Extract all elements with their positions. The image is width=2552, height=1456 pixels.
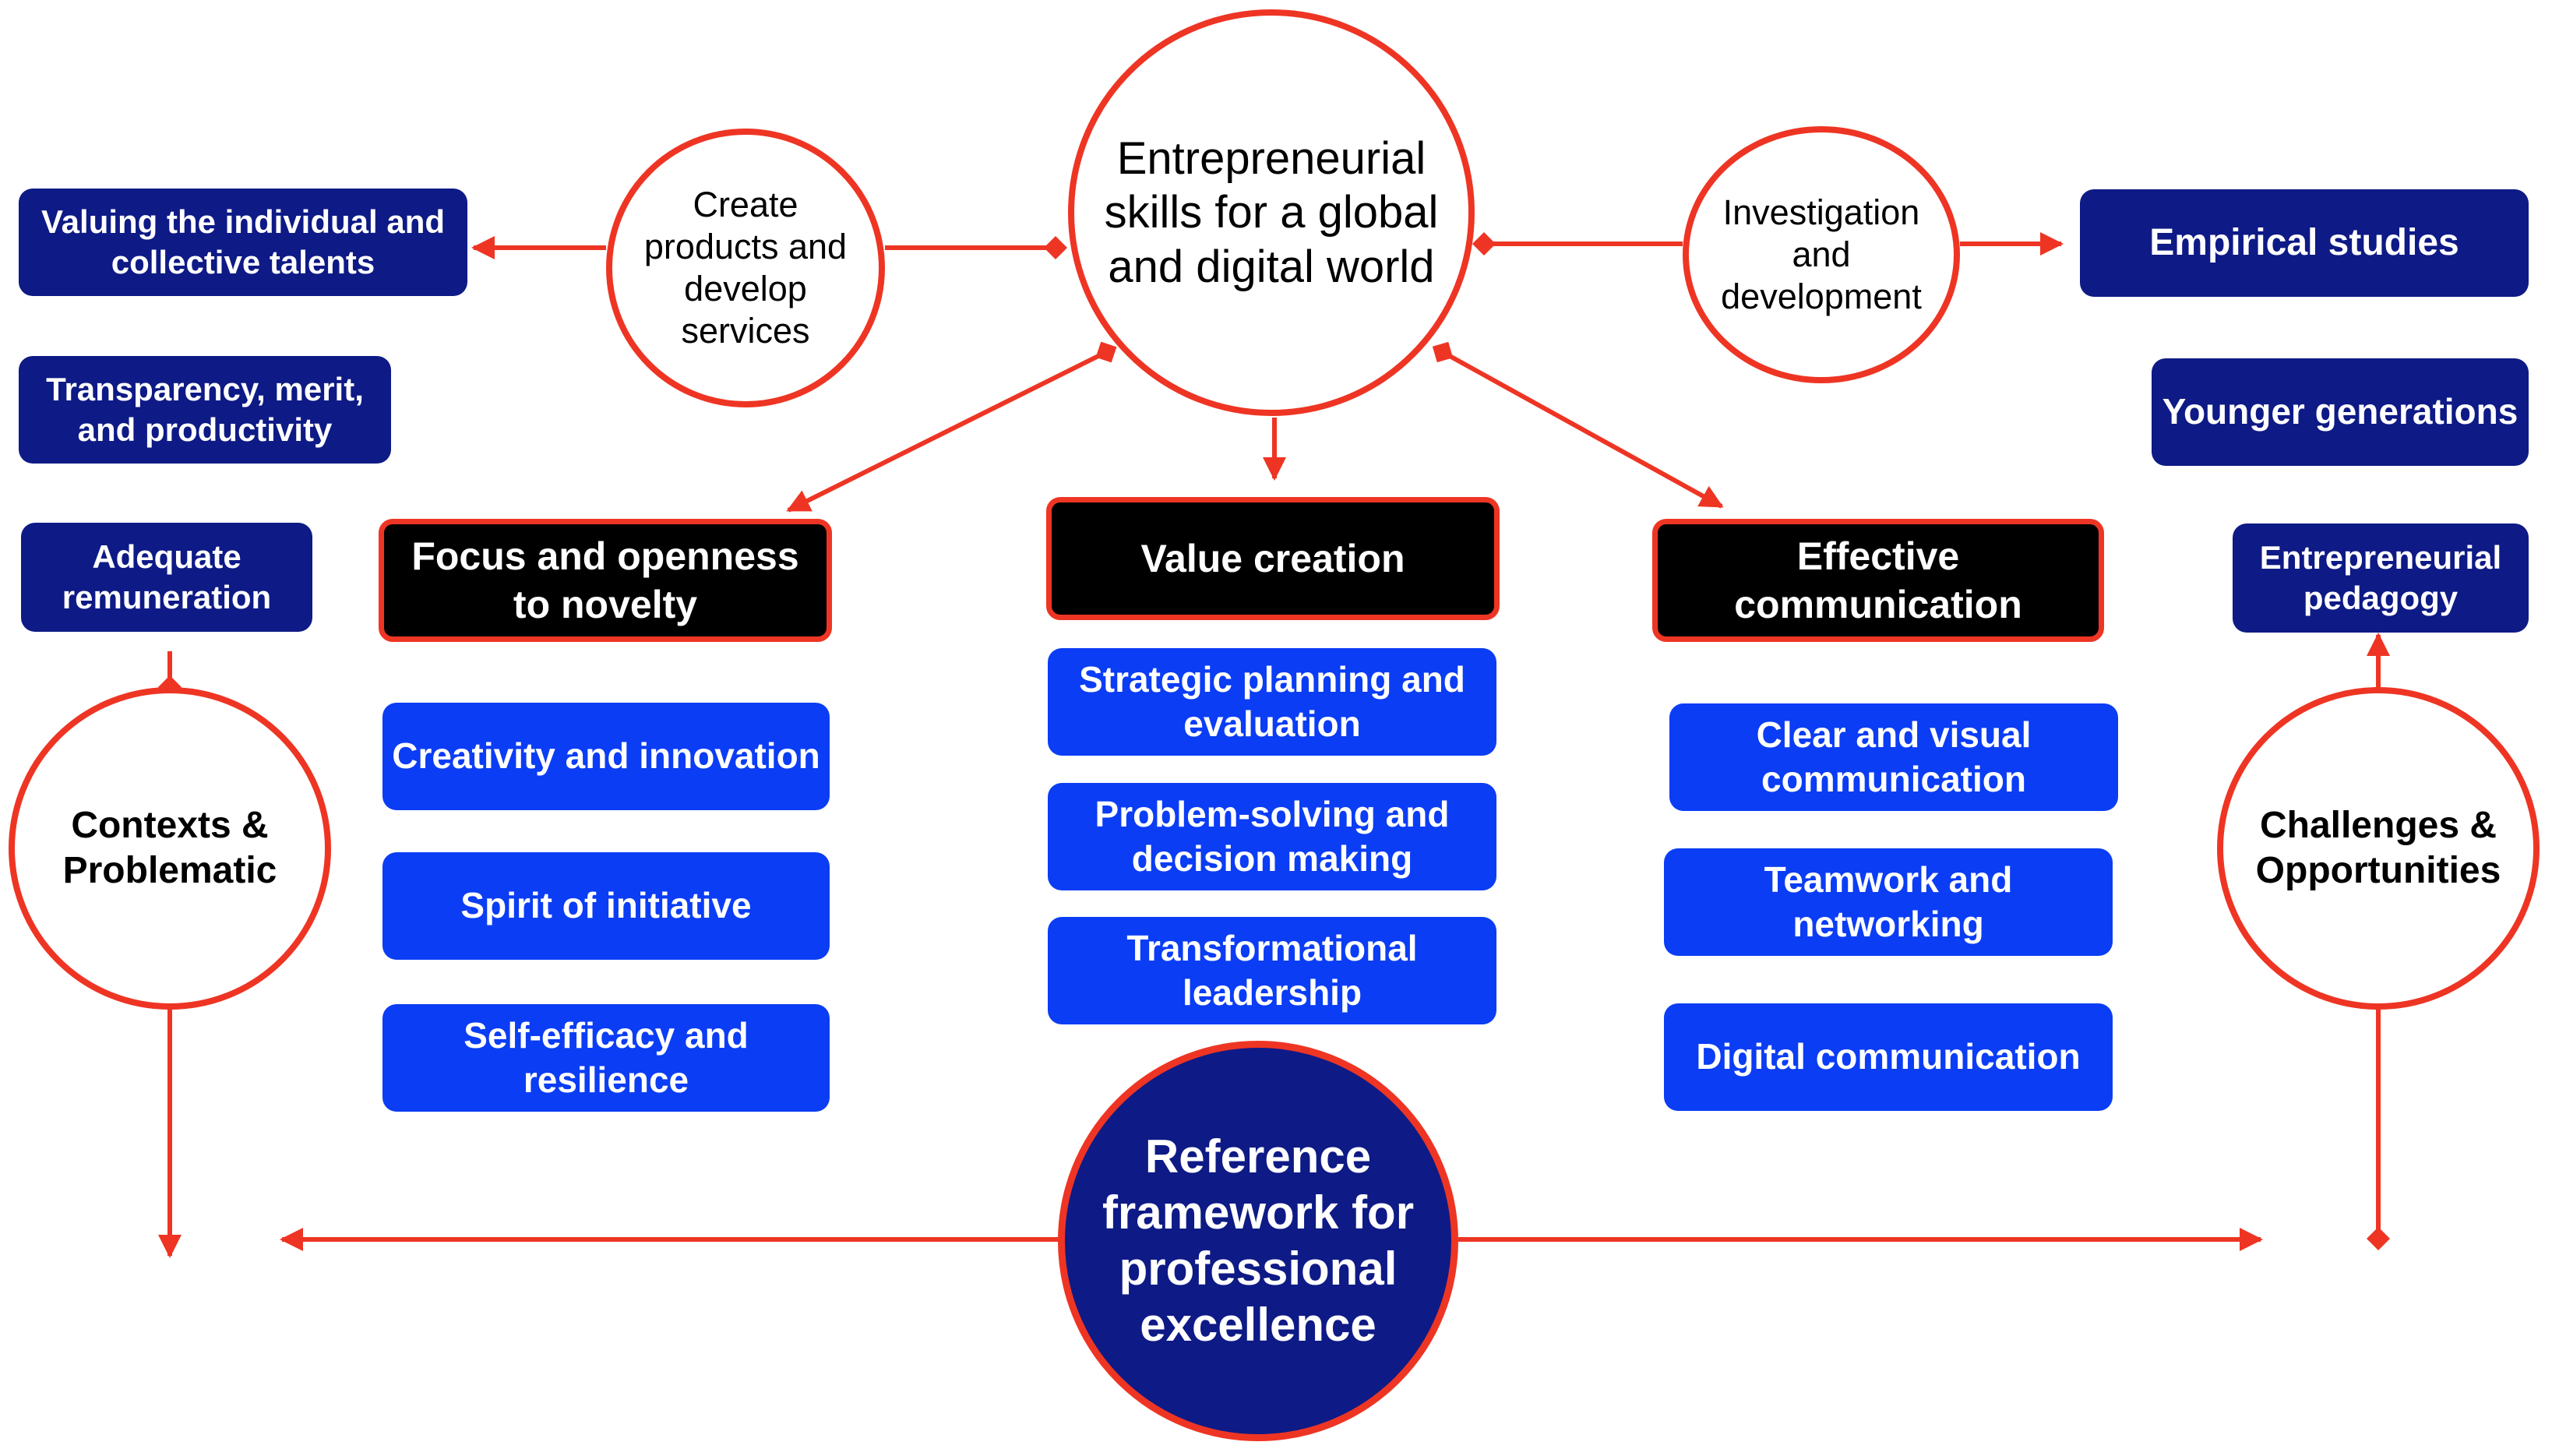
skill-strategic-planning: Strategic planning and evaluation xyxy=(1048,648,1496,756)
column-header-label: Value creation xyxy=(1140,537,1405,580)
left-item-label: Adequate remuneration xyxy=(62,538,272,615)
center-circle: Entrepreneurial skills for a global and … xyxy=(1068,9,1475,416)
skill-label: Problem-solving and decision making xyxy=(1094,793,1450,879)
left-item-talents: Valuing the individual and collective ta… xyxy=(19,189,467,296)
skill-leadership: Transformational leadership xyxy=(1048,917,1496,1024)
framework-label: Reference framework for professional exc… xyxy=(1102,1130,1415,1351)
connector-center-to-communication xyxy=(1432,341,1724,509)
right-item-label: Empirical studies xyxy=(2149,222,2459,264)
right-hub-circle: Investigation and development xyxy=(1683,126,1960,383)
challenges-label: Challenges & Opportunities xyxy=(2255,805,2501,891)
skill-label: Clear and visual communication xyxy=(1756,714,2032,799)
contexts-label: Contexts & Problematic xyxy=(62,805,277,891)
right-item-younger: Younger generations xyxy=(2152,358,2529,466)
skill-label: Creativity and innovation xyxy=(392,735,820,777)
left-item-label: Valuing the individual and collective ta… xyxy=(41,203,446,280)
skill-label: Digital communication xyxy=(1696,1036,2081,1077)
skill-digital-communication: Digital communication xyxy=(1664,1003,2113,1111)
right-item-label: Entrepreneurial pedagogy xyxy=(2259,538,2502,616)
skill-initiative: Spirit of initiative xyxy=(382,852,830,960)
skill-label: Strategic planning and evaluation xyxy=(1079,658,1465,744)
skill-self-efficacy: Self-efficacy and resilience xyxy=(382,1004,830,1112)
skill-teamwork: Teamwork and networking xyxy=(1664,848,2113,956)
left-item-transparency: Transparency, merit, and productivity xyxy=(19,356,391,464)
column-header-value: Value creation xyxy=(1046,497,1500,620)
left-hub-circle: Create products and develop services xyxy=(606,129,885,407)
challenges-circle: Challenges & Opportunities xyxy=(2217,687,2540,1010)
center-title: Entrepreneurial skills for a global and … xyxy=(1104,132,1439,292)
left-item-label: Transparency, merit, and productivity xyxy=(46,370,364,448)
skill-visual-communication: Clear and visual communication xyxy=(1669,703,2118,811)
right-item-empirical: Empirical studies xyxy=(2080,189,2529,297)
column-header-communication: Effective communication xyxy=(1652,519,2104,642)
column-header-label: Effective communication xyxy=(1734,534,2022,626)
right-item-label: Younger generations xyxy=(2162,391,2519,432)
skill-label: Spirit of initiative xyxy=(460,885,752,926)
skill-label: Self-efficacy and resilience xyxy=(464,1014,749,1100)
right-item-pedagogy: Entrepreneurial pedagogy xyxy=(2233,524,2529,633)
skill-label: Transformational leadership xyxy=(1126,927,1418,1013)
column-header-focus: Focus and openness to novelty xyxy=(379,519,832,642)
contexts-circle: Contexts & Problematic xyxy=(9,687,331,1010)
framework-circle: Reference framework for professional exc… xyxy=(1058,1041,1458,1441)
skill-problem-solving: Problem-solving and decision making xyxy=(1048,783,1496,890)
connector-center-to-focus xyxy=(786,341,1117,513)
left-item-remuneration: Adequate remuneration xyxy=(21,523,312,632)
column-header-label: Focus and openness to novelty xyxy=(411,534,799,626)
skill-label: Teamwork and networking xyxy=(1764,858,2013,944)
left-hub-label: Create products and develop services xyxy=(643,185,848,351)
right-hub-label: Investigation and development xyxy=(1721,192,1922,316)
skill-creativity: Creativity and innovation xyxy=(382,703,830,810)
